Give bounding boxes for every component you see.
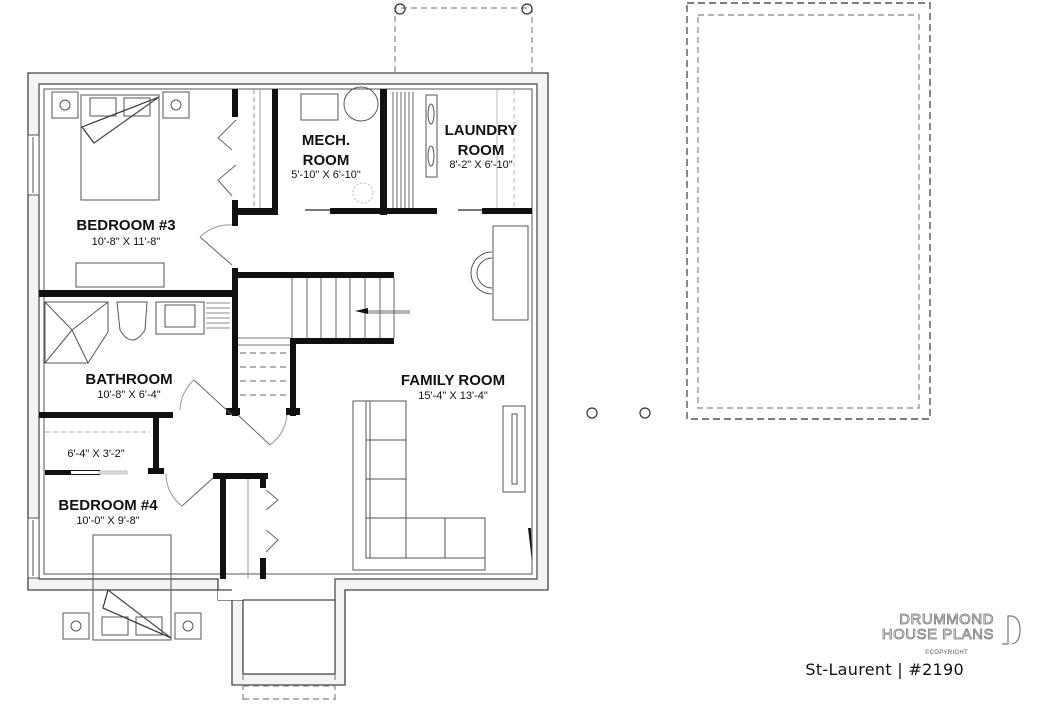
bedroom4-label: BEDROOM #4: [58, 497, 158, 514]
laundry-dims: 8'-2" X 6'-10": [449, 159, 512, 171]
bathroom-label: BATHROOM: [85, 371, 172, 388]
laundry-label-1: LAUNDRY: [445, 122, 518, 139]
foundation-walls: [27, 72, 549, 700]
closet-dims: 6'-4" X 3'-2": [67, 448, 124, 460]
mech-label-1: MECH.: [302, 132, 350, 149]
family-room-dims: 15'-4" X 13'-4": [418, 390, 488, 402]
porch-outline: [394, 3, 533, 72]
staircase: [238, 278, 410, 396]
desk: [470, 225, 529, 321]
plan-name: St-Laurent | #2190: [805, 660, 964, 679]
bedroom4-furniture: [62, 534, 202, 641]
bedroom3-dims: 10'-8" X 11'-8": [92, 236, 161, 248]
bedroom3-furniture: [51, 91, 190, 288]
laundry-label-2: ROOM: [458, 142, 505, 159]
bathroom-fixtures: [44, 301, 230, 364]
brand-block: DRUMMOND HOUSE PLANS ©COPYRIGHT St-Laure…: [805, 612, 1022, 679]
room-labels: BEDROOM #3 10'-8" X 11'-8" MECH. ROOM 5'…: [58, 122, 517, 527]
copyright-text: ©COPYRIGHT: [924, 650, 968, 656]
bathroom-dims: 10'-8" X 6'-4": [97, 389, 160, 401]
brand-logo-icon: [1002, 615, 1021, 645]
bedroom4-dims: 10'-0" X 9'-8": [76, 515, 139, 527]
bedroom3-label: BEDROOM #3: [76, 217, 175, 234]
mech-label-2: ROOM: [303, 152, 350, 169]
doors: [165, 119, 482, 553]
mech-dims: 5'-10" X 6'-10": [291, 169, 361, 181]
sectional-sofa: [352, 400, 486, 571]
brand-name-line1: DRUMMOND: [899, 611, 994, 628]
mech-equipment: [300, 86, 379, 204]
laundry-fixtures: [392, 90, 515, 208]
garage-outline: [586, 2, 931, 420]
brand-name-line2: HOUSE PLANS: [881, 626, 994, 643]
interior-walls: [39, 89, 532, 579]
tv-unit: [502, 405, 532, 562]
family-room-label: FAMILY ROOM: [401, 372, 505, 389]
